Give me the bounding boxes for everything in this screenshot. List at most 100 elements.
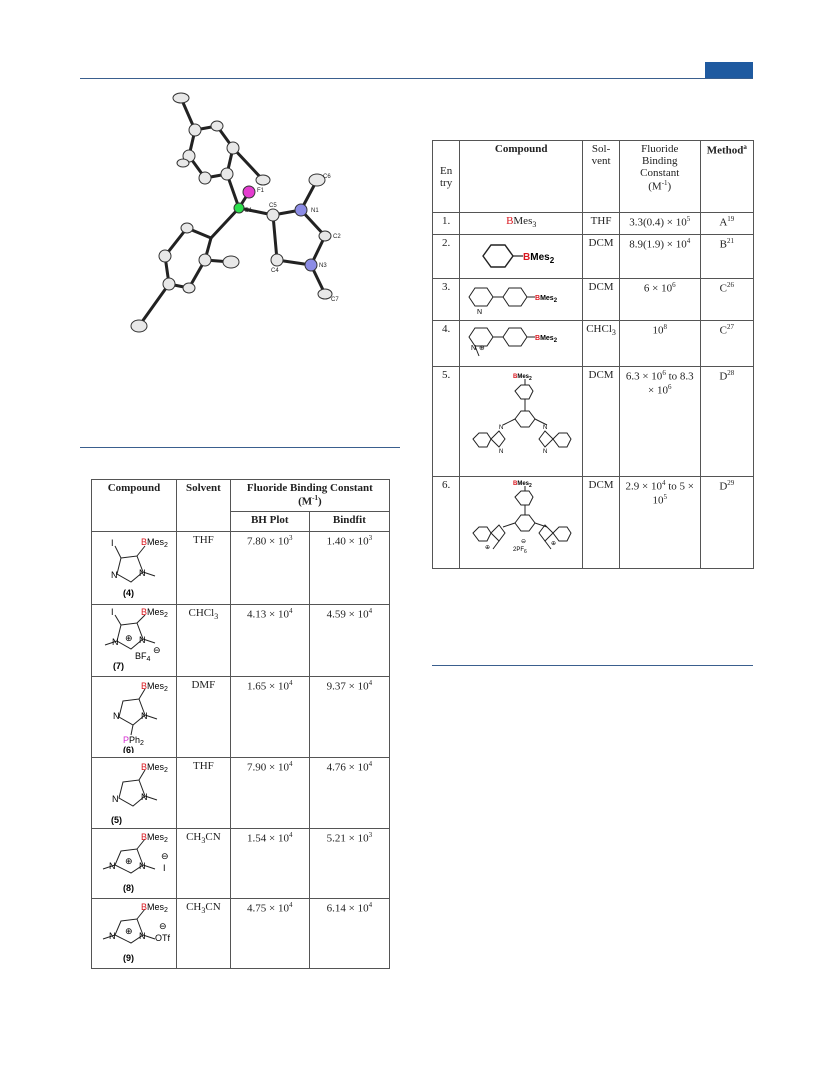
bindfit-cell: 4.76 × 104 <box>308 757 391 829</box>
svg-text:I: I <box>111 607 114 617</box>
fbc-cell: 8.9(1.9) × 104 <box>618 234 701 279</box>
col-header-fbc: Fluoride Binding Constant(M-1) <box>229 479 391 512</box>
left-section-rule <box>80 447 400 448</box>
fbc-cell: 3.3(0.4) × 105 <box>618 212 701 235</box>
solvent-cell: DMF <box>176 676 231 758</box>
table-row: 1. BMes3 THF 3.3(0.4) × 105 A19 <box>431 212 755 235</box>
bindfit-cell: 9.37 × 104 <box>308 676 391 758</box>
compound-id: (5) <box>111 815 122 825</box>
compound-4-structure: I BMes2 N N (4) <box>91 531 177 605</box>
col-header-fbc: Fluoride Binding Constant(M-1) <box>618 140 701 213</box>
svg-text:BMes2: BMes2 <box>141 762 168 774</box>
svg-text:N: N <box>141 711 148 721</box>
svg-text:⊕: ⊕ <box>125 856 133 866</box>
atom-label-c4: C4 <box>271 268 279 274</box>
bindfit-cell: 6.14 × 104 <box>308 898 391 969</box>
method-cell: C27 <box>699 320 755 367</box>
svg-text:N: N <box>109 861 116 871</box>
svg-text:BMes2: BMes2 <box>535 295 558 304</box>
svg-text:N: N <box>543 425 547 431</box>
svg-text:N: N <box>109 931 116 941</box>
solvent-cell: THF <box>176 757 231 829</box>
solvent-cell: DCM <box>582 234 620 279</box>
svg-text:N: N <box>113 711 120 721</box>
svg-text:N: N <box>139 635 146 645</box>
svg-text:N: N <box>499 425 503 431</box>
method-cell: D29 <box>699 476 755 569</box>
compound-7-structure: I BMes2 N N ⊕ BF4 ⊖ (7) <box>91 604 177 677</box>
fbc-cell: 6 × 106 <box>618 278 701 321</box>
svg-text:⊖: ⊖ <box>159 921 167 931</box>
method-cell: C26 <box>699 278 755 321</box>
svg-text:OTf: OTf <box>155 933 170 943</box>
svg-text:N: N <box>112 794 119 804</box>
atom-label-c7: C7 <box>331 297 339 303</box>
table-row: 6. BMes2 ⊕ ⊕ <box>431 476 755 569</box>
compound-5-tris-structure: BMes2 N N N N <box>459 366 584 477</box>
bindfit-cell: 4.59 × 104 <box>308 604 391 677</box>
svg-text:N: N <box>477 309 482 315</box>
crystal-structure-figure: B1 F1 C5 C6 N1 C2 C4 N3 C7 <box>130 92 341 333</box>
svg-text:2PF6: 2PF6 <box>513 547 527 555</box>
svg-text:BMes2: BMes2 <box>141 607 168 619</box>
bh-cell: 4.13 × 104 <box>229 604 310 677</box>
col-header-entry: En try <box>431 140 461 213</box>
table-row: BMes2 N N (5) THF 7.90 × 104 4.76 × 104 <box>91 757 391 829</box>
solvent-cell: THF <box>176 531 231 605</box>
table-row: I BMes2 N N (4) THF 7.80 × 103 1.40 × 10… <box>91 531 391 605</box>
svg-text:PPh2: PPh2 <box>123 735 144 747</box>
svg-text:⊕: ⊕ <box>125 633 133 643</box>
solvent-cell: CHCl3 <box>582 320 620 367</box>
left-fluoride-table: Compound Solvent Fluoride Binding Consta… <box>91 479 391 969</box>
compound-2-structure: BMes2 <box>459 234 584 279</box>
atom-label-c5: C5 <box>269 203 277 209</box>
solvent-cell: DCM <box>582 476 620 569</box>
header-rule <box>80 78 753 79</box>
svg-text:N: N <box>139 861 146 871</box>
header-tab <box>705 62 753 78</box>
compound-id: (9) <box>123 953 134 963</box>
svg-text:BMes2: BMes2 <box>513 374 532 382</box>
compound-9-structure: BMes2 N N ⊕ ⊖ OTf (9) <box>91 898 177 969</box>
svg-text:N: N <box>112 637 119 647</box>
entry-cell: 4. <box>431 320 461 367</box>
entry-cell: 2. <box>431 234 461 279</box>
solvent-cell: DCM <box>582 366 620 477</box>
svg-text:⊕: ⊕ <box>551 541 556 547</box>
col-header-compound: Compound <box>459 140 584 213</box>
entry-cell: 5. <box>431 366 461 477</box>
bindfit-cell: 1.40 × 103 <box>308 531 391 605</box>
method-cell: B21 <box>699 234 755 279</box>
bh-cell: 4.75 × 104 <box>229 898 310 969</box>
svg-text:⊕: ⊕ <box>479 345 485 352</box>
svg-text:BMes2: BMes2 <box>513 481 532 489</box>
table-row: I BMes2 N N ⊕ BF4 ⊖ (7) CHCl3 4.13 × 104… <box>91 604 391 677</box>
svg-text:BMes2: BMes2 <box>535 335 558 344</box>
svg-text:I: I <box>163 863 166 873</box>
bh-cell: 7.90 × 104 <box>229 757 310 829</box>
table-row: 3. N BMes2 DCM 6 × 106 C26 <box>431 278 755 321</box>
svg-text:⊕: ⊕ <box>485 545 490 551</box>
col-header-method: Methoda <box>699 140 755 213</box>
bh-cell: 7.80 × 103 <box>229 531 310 605</box>
svg-text:BMes2: BMes2 <box>141 537 168 549</box>
compound-id: (7) <box>113 661 124 671</box>
compound-id: (8) <box>123 883 134 893</box>
compound-6-tris-cation-structure: BMes2 ⊕ ⊕ 2PF6 ⊖ <box>459 476 584 569</box>
svg-text:N: N <box>543 449 547 455</box>
svg-text:N: N <box>471 345 476 352</box>
atom-label-f1: F1 <box>257 188 265 194</box>
svg-text:BMes2: BMes2 <box>141 681 168 693</box>
svg-text:⊕: ⊕ <box>125 926 133 936</box>
fbc-cell: 108 <box>618 320 701 367</box>
col-header-compound: Compound <box>91 479 177 532</box>
table-row: 5. BMes2 N N N N <box>431 366 755 477</box>
method-cell: A19 <box>699 212 755 235</box>
atom-label-n1: N1 <box>311 208 319 214</box>
svg-text:BMes2: BMes2 <box>141 832 168 844</box>
col-header-bh: BH Plot <box>229 511 310 532</box>
bh-cell: 1.54 × 104 <box>229 828 310 899</box>
compound-id: (4) <box>123 588 134 598</box>
atom-label-c6: C6 <box>323 174 331 180</box>
solvent-cell: CH3CN <box>176 898 231 969</box>
